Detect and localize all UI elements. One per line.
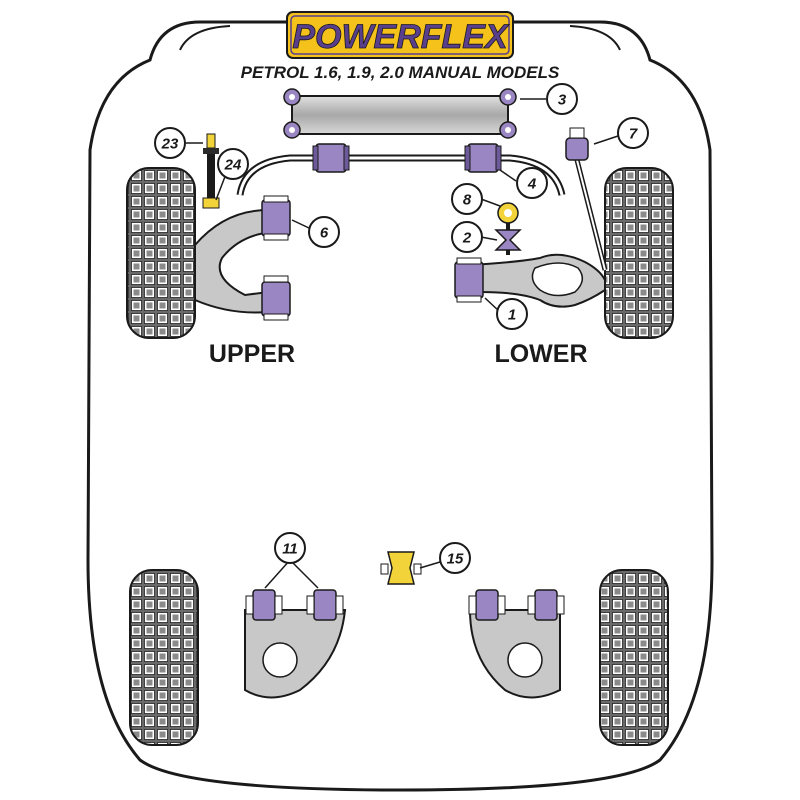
bolt-part-23-24 [202, 133, 220, 209]
rear-bush-part-11-left [245, 589, 283, 621]
callout-6 [308, 216, 340, 248]
callout-4 [516, 167, 548, 199]
lower-arm-cutout [531, 262, 584, 297]
rear-bush-part-11-right [306, 589, 344, 621]
callout-3 [546, 83, 578, 115]
callout-4-label: 4 [527, 176, 537, 193]
callout-2 [451, 221, 483, 253]
upper-arm-bush-lower [261, 275, 291, 321]
rear-bush-right-arm-outer [527, 589, 565, 621]
callout-24 [217, 148, 249, 180]
wheel-front-right [604, 167, 674, 339]
callout-11 [274, 532, 306, 564]
rear-bush-right-arm-inner [468, 589, 506, 621]
wheel-front-left [126, 167, 196, 339]
lower-label: LOWER [494, 340, 587, 368]
callout-8 [451, 183, 483, 215]
lower-arm-bush-part-1 [454, 257, 484, 303]
callout-24-label: 24 [224, 157, 242, 174]
leader-lines [186, 98, 619, 589]
callout-6-label: 6 [320, 225, 329, 242]
callout-23-label: 23 [161, 136, 179, 153]
callout-23 [154, 127, 186, 159]
anti-roll-bar-bush-left [312, 143, 350, 173]
subframe-mount-part-3 [283, 88, 517, 139]
car-body-top-edge [179, 25, 621, 51]
rear-arm-right-hole [507, 642, 543, 678]
callout-1-label: 1 [508, 307, 516, 324]
callout-8-label: 8 [463, 192, 472, 209]
rear-arm-left-hole [262, 642, 298, 678]
wheel-rear-left [129, 569, 199, 746]
yellow-bush-part-15 [380, 551, 422, 585]
callout-1 [496, 298, 528, 330]
callout-3-label: 3 [558, 92, 567, 109]
page-title: PETROL 1.6, 1.9, 2.0 MANUAL MODELS [241, 63, 560, 82]
wheel-rear-right [599, 569, 669, 746]
upper-control-arm [194, 208, 274, 314]
anti-roll-bar-bush-right [464, 143, 502, 173]
callout-7 [617, 117, 649, 149]
callout-15 [439, 542, 471, 574]
upper-label: UPPER [209, 340, 295, 368]
powerflex-logo [286, 11, 514, 59]
anti-roll-bar-inner [238, 156, 564, 196]
callout-11-label: 11 [282, 541, 298, 558]
cone-bush-part-2 [494, 229, 522, 251]
upper-arm-bush-part-6 [261, 195, 291, 241]
logo-text: POWERFLEX [292, 18, 510, 56]
drop-link-part-7 [565, 127, 608, 271]
callout-2-label: 2 [462, 230, 472, 247]
callout-7-label: 7 [629, 126, 638, 143]
callout-15-label: 15 [447, 551, 464, 568]
